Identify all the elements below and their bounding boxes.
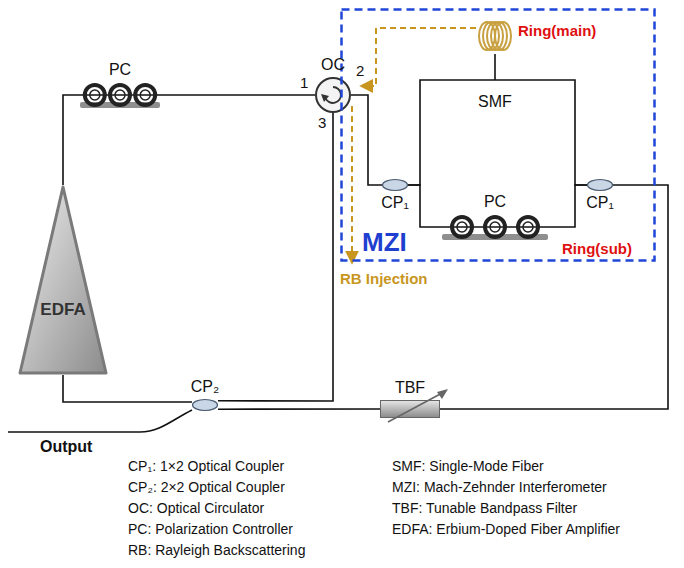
optical-coupler: CP₁: [587, 179, 613, 191]
fiber-connector: [162, 94, 315, 96]
backscatter-path: [362, 28, 476, 86]
circulator-body: [316, 78, 350, 112]
injection-path: [351, 106, 353, 262]
bandpass-filter: TBF: [380, 400, 440, 418]
port-number: 3: [318, 114, 326, 131]
node-shape: [478, 12, 512, 90]
tuning-arrow: [388, 392, 444, 422]
node-label: TBF: [395, 379, 425, 397]
fiber-connector: [550, 185, 587, 227]
fiber-connector: [408, 185, 440, 227]
node-shape: [18, 185, 108, 375]
interferometer-box: CP₁ SMF PC CP₁ MZI: [340, 8, 656, 262]
node-shape: [440, 214, 550, 240]
fiber-paddle: [490, 222, 500, 232]
fiber-coil: SMF: [478, 12, 512, 90]
node-label: CP₁: [586, 194, 614, 212]
node-shape: [587, 179, 613, 191]
glossary-entry: PC: Polarization Controller: [128, 521, 293, 537]
node-shape: [192, 399, 218, 411]
coupler-body: [193, 400, 218, 411]
fiber: [78, 94, 162, 96]
node-label: OC: [321, 56, 345, 74]
fiber-paddle: [485, 217, 505, 237]
fiber-connector: [218, 113, 333, 401]
injection-label: RB Injection: [340, 270, 428, 287]
node-shape: [315, 77, 351, 113]
glossary-entry: CP₁: 1×2 Optical Coupler: [128, 458, 284, 474]
node-label: EDFA: [40, 301, 85, 319]
optical-coupler: CP₂: [192, 399, 218, 411]
glossary-entry: RB: Rayleigh Backscattering: [128, 542, 305, 558]
coil-winding: [491, 22, 507, 50]
tuning-arrow: [437, 389, 448, 399]
fiber-paddle: [518, 217, 538, 237]
ring-label: Ring(sub): [562, 240, 632, 257]
ring-label: Ring(main): [518, 22, 596, 39]
port-number: 1: [300, 74, 308, 91]
polarization-controller: PC: [440, 214, 550, 240]
fiber-paddle: [523, 222, 533, 232]
circulation-arrow: [326, 87, 341, 103]
optical-coupler: CP₁: [382, 179, 408, 191]
node-shape: [380, 400, 440, 418]
fiber-paddle: [85, 85, 105, 105]
fiber-connector: [440, 185, 668, 409]
optical-circulator: OC: [315, 77, 351, 113]
fiber-connector: [408, 80, 478, 185]
fiber-paddle: [115, 90, 125, 100]
glossary-entry: OC: Optical Circulator: [128, 500, 264, 516]
fiber-connector: [351, 95, 382, 185]
output-label: Output: [40, 438, 92, 456]
interferometer-outline: [342, 10, 655, 261]
output-fiber: [8, 410, 192, 432]
fiber-paddle: [135, 85, 155, 105]
fiber-paddle: [452, 217, 472, 237]
glossary-entry: CP₂: 2×2 Optical Coupler: [128, 479, 285, 495]
fiber-paddle: [90, 90, 100, 100]
polarization-controller: PC: [78, 82, 162, 108]
node-label: CP₁: [381, 194, 409, 212]
fiber: [494, 54, 496, 80]
fiber-paddle: [110, 85, 130, 105]
node-shape: [78, 82, 162, 108]
fiber-paddle: [457, 222, 467, 232]
node-label: PC: [484, 193, 506, 211]
node-label: CP₂: [191, 378, 219, 396]
glossary-entry: MZI: Mach-Zehnder Interferometer: [392, 479, 607, 495]
filter-body: [381, 401, 440, 418]
glossary-entry: SMF: Single-Mode Fiber: [392, 458, 544, 474]
fiber-connector: [63, 95, 78, 185]
amplifier-shape: [20, 187, 106, 373]
fiber-connector: [63, 375, 192, 402]
coupler-body: [588, 180, 613, 191]
node-shape: [382, 179, 408, 191]
fiber-paddle: [140, 90, 150, 100]
glossary-entry: EDFA: Erbium-Doped Fiber Amplifier: [392, 521, 620, 537]
port-number: 2: [356, 62, 364, 79]
glossary-entry: TBF: Tunable Bandpass Filter: [392, 500, 577, 516]
node-label: MZI: [362, 228, 407, 256]
amplifier-triangle: EDFA: [18, 185, 108, 375]
coupler-body: [383, 180, 408, 191]
fiber-connector: [512, 80, 587, 185]
node-label: PC: [109, 61, 131, 79]
fiber-connector: [218, 408, 380, 410]
circulation-arrow: [321, 94, 329, 102]
coil-winding: [495, 22, 511, 50]
node-label: SMF: [478, 93, 512, 111]
